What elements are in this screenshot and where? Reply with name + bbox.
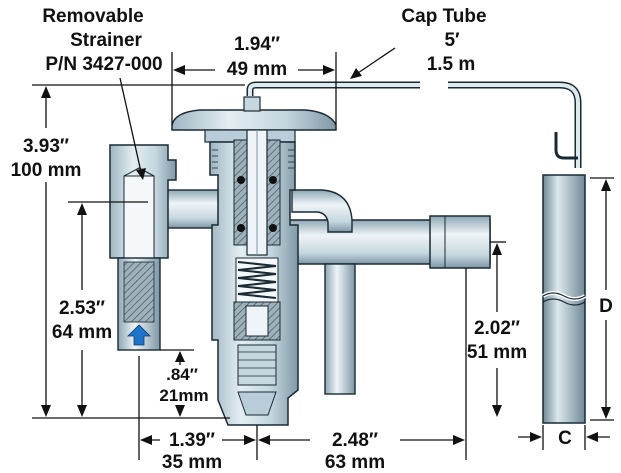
equalizer-elbow [291, 189, 356, 395]
cap-tube [246, 81, 582, 168]
width-mm-label: 49 mm [227, 59, 287, 80]
outlet-tube [284, 215, 491, 269]
arrow-up-icon [127, 324, 151, 346]
strainer-label-line2: Strainer [70, 30, 142, 51]
sensing-bulb [541, 174, 587, 424]
bulb-length-label: D [599, 296, 613, 317]
bulb-diameter-label: C [558, 428, 572, 449]
outlet-height-mm-label: 51 mm [467, 342, 527, 363]
outlet-offset-in-label: 2.48″ [332, 430, 378, 451]
inlet-offset-in-label: 1.39″ [169, 430, 215, 451]
strainer-part-number: P/N 3427-000 [45, 54, 162, 75]
height-in-label: 3.93″ [23, 136, 69, 157]
cap-tube-length-m: 1.5 m [427, 54, 476, 75]
inlet-offset-mm-label: 35 mm [162, 452, 222, 473]
strainer-height-mm-label: 21mm [159, 386, 208, 405]
strainer-height-in-label: .84″ [166, 365, 198, 384]
valve-body [171, 96, 337, 426]
inlet-fitting [109, 144, 249, 351]
width-in-label: 1.94″ [234, 34, 280, 55]
cap-tube-length-ft: 5′ [444, 30, 460, 51]
labels: Removable Strainer P/N 3427-000 Cap Tube… [11, 6, 613, 473]
outlet-height-in-label: 2.02″ [474, 318, 520, 339]
inlet-height-mm-label: 64 mm [52, 322, 112, 343]
strainer-label-line1: Removable [42, 6, 143, 27]
inlet-height-in-label: 2.53″ [59, 298, 105, 319]
cap-tube-label: Cap Tube [401, 6, 486, 27]
outlet-offset-mm-label: 63 mm [325, 452, 385, 473]
height-mm-label: 100 mm [11, 160, 82, 181]
dimension-lines [32, 47, 614, 460]
